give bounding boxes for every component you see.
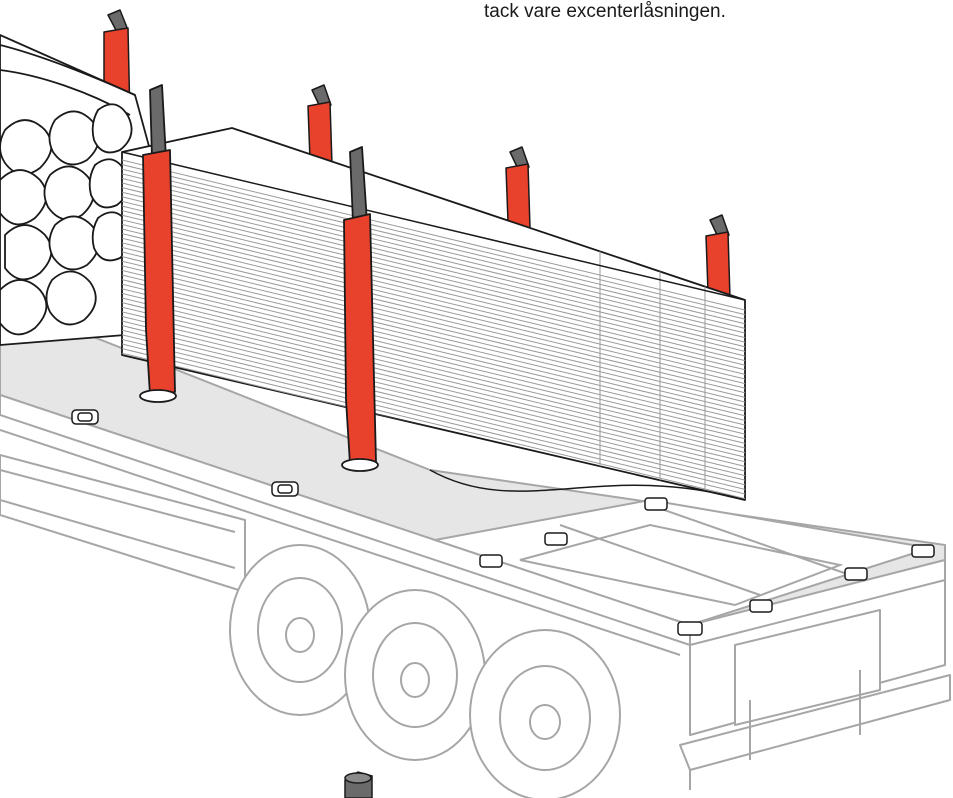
plank-edge (122, 260, 745, 412)
plank-stack-icon (121, 127, 746, 501)
stake-pocket-icon (844, 567, 868, 581)
stake-pocket-icon (271, 481, 299, 497)
plank-edge (122, 334, 745, 486)
plank-edge (122, 269, 745, 421)
plank-edge (122, 210, 745, 362)
plank-edge (122, 182, 745, 334)
trailer-wheels (229, 544, 621, 798)
plank-edge (122, 315, 745, 467)
log-bundle-icon (0, 34, 151, 346)
plank-edge (122, 223, 745, 375)
plank-edge (122, 302, 745, 454)
plank-edge (122, 228, 745, 380)
plank-edge (122, 343, 745, 495)
stake-pockets (71, 409, 935, 636)
plank-edge (122, 265, 745, 417)
plank-edge (122, 242, 745, 394)
stake-pocket-icon (749, 599, 773, 613)
plank-edge (122, 164, 745, 316)
stake-pocket-adapter-icon (344, 771, 373, 798)
plank-edge (122, 191, 745, 343)
plank-edge (122, 214, 745, 366)
plank-edge (122, 159, 745, 311)
stake-pocket-icon (644, 497, 668, 511)
plank-edge (122, 251, 745, 403)
plank-edge (122, 274, 745, 426)
plank-edge (122, 177, 745, 329)
plank-edge (122, 325, 745, 477)
plank-edge (122, 297, 745, 449)
plank-edge (122, 205, 745, 357)
plank-edge (122, 288, 745, 440)
plank-edge (122, 196, 745, 348)
plank-edge (122, 311, 745, 463)
plank-edge (122, 200, 745, 352)
plank-edge (122, 283, 745, 435)
plank-edge (122, 168, 745, 320)
stake-pocket-icon (677, 621, 703, 636)
stake-pocket-icon (71, 409, 99, 425)
timber-stake-icon (139, 84, 177, 403)
stake-pocket-icon (544, 532, 568, 546)
plank-edge (122, 348, 745, 500)
plank-edge (122, 219, 745, 371)
plank-edge (122, 292, 745, 444)
trailer-wheel-icon (229, 544, 371, 716)
trailer-wheel-icon (344, 589, 486, 761)
front-stakes (139, 84, 379, 472)
timber-stake-icon (341, 146, 379, 472)
caption-text: tack vare excenterlåsningen. (484, 1, 726, 22)
plank-edge (122, 338, 745, 490)
plank-edge (122, 279, 745, 431)
timber-stake-icon (705, 214, 731, 299)
plank-edge (122, 173, 745, 325)
plank-edge (122, 237, 745, 389)
plank-edge (122, 306, 745, 458)
plank-edge (122, 246, 745, 398)
plank-edge (122, 187, 745, 339)
plank-edge (122, 233, 745, 385)
trailer-wheel-icon (469, 629, 621, 798)
plank-edge (122, 256, 745, 408)
timber-stake-icon (307, 84, 333, 166)
stake-pocket-icon (911, 544, 935, 558)
plank-edge (122, 329, 745, 481)
stake-pocket-icon (479, 554, 503, 568)
plank-edge (122, 320, 745, 472)
timber-stake-icon (505, 146, 531, 229)
trailer-chassis (0, 454, 951, 790)
